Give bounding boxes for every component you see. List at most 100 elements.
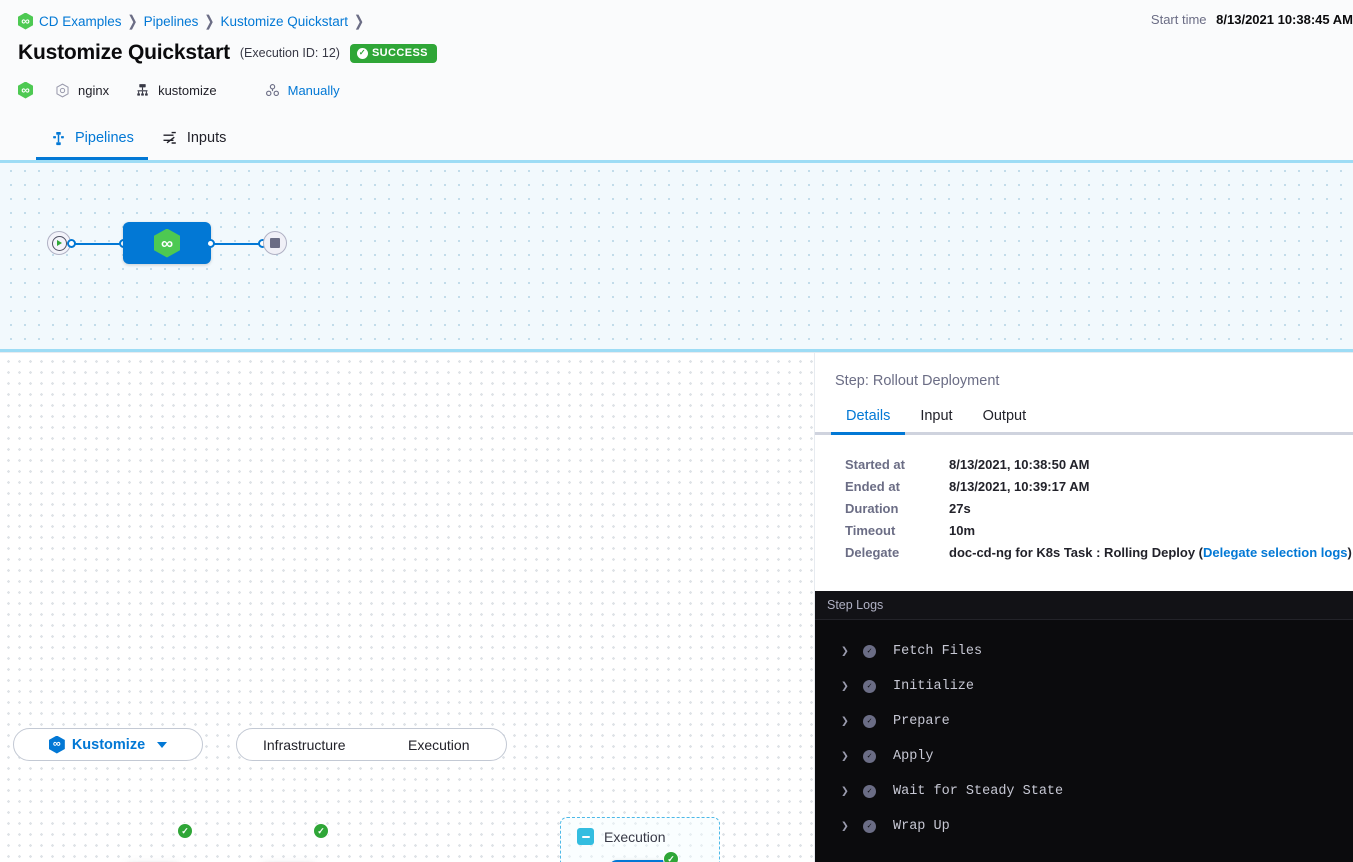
- log-status: ✓: [863, 645, 893, 658]
- log-row[interactable]: ❯ ✓ Fetch Files: [815, 634, 1353, 669]
- chevron-right-icon[interactable]: ❯: [841, 679, 849, 694]
- stage-selector-dropdown[interactable]: ∞ Kustomize: [13, 728, 203, 761]
- detail-row-started-at: Started at 8/13/2021, 10:38:50 AM: [845, 457, 1353, 473]
- detail-row-delegate: Delegate doc-cd-ng for K8s Task : Rollin…: [845, 545, 1353, 561]
- main-tabs: Pipelines Inputs: [0, 115, 1353, 160]
- step-logs-panel: Step Logs ❯ ✓ Fetch Files ❯ ✓ Initialize: [815, 591, 1353, 862]
- harness-hex-icon: ∞: [48, 735, 65, 754]
- tab-details[interactable]: Details: [831, 400, 906, 435]
- page-title: Kustomize Quickstart: [18, 41, 230, 64]
- execution-group-header[interactable]: Execution: [577, 828, 665, 845]
- meta-service-label: nginx: [78, 82, 110, 98]
- meta-manifest-label: kustomize: [158, 82, 217, 98]
- detail-key: Timeout: [845, 523, 896, 538]
- detail-key: Delegate: [845, 545, 900, 560]
- breadcrumb-item-cd-examples[interactable]: CD Examples: [39, 13, 122, 29]
- chevron-right-icon: ❯: [127, 12, 138, 30]
- stage-node-kustomize[interactable]: ∞: [123, 222, 211, 264]
- stage-graph-canvas[interactable]: ∞ Kustomize Infrastructure Execution: [0, 353, 814, 862]
- log-row-label: Prepare: [893, 714, 950, 729]
- execution-id: (Execution ID: 12): [239, 46, 340, 60]
- stop-icon: [270, 238, 280, 248]
- pipeline-graph-canvas[interactable]: ∞ ✓ Kustomize: [0, 160, 1353, 353]
- log-row[interactable]: ❯ ✓ Apply: [815, 739, 1353, 774]
- stage-section-tabs[interactable]: Infrastructure Execution: [236, 728, 507, 761]
- breadcrumb-item-pipelines[interactable]: Pipelines: [143, 13, 199, 29]
- detail-row-ended-at: Ended at 8/13/2021, 10:39:17 AM: [845, 479, 1353, 495]
- tab-output[interactable]: Output: [982, 408, 1027, 424]
- chevron-right-icon[interactable]: ❯: [841, 749, 849, 764]
- detail-row-timeout: Timeout 10m: [845, 523, 1353, 539]
- tab-input[interactable]: Input: [920, 408, 953, 424]
- delegate-selection-logs-link[interactable]: Delegate selection logs: [1203, 545, 1348, 560]
- step-logs-header: Step Logs: [815, 591, 1353, 620]
- step-logs-title: Step Logs: [827, 598, 884, 612]
- meta-service: nginx: [55, 83, 109, 98]
- tab-execution[interactable]: Execution: [408, 736, 470, 753]
- log-row[interactable]: ❯ ✓ Wrap Up: [815, 809, 1353, 844]
- detail-value: 10m: [949, 523, 976, 538]
- tab-pipelines[interactable]: Pipelines: [36, 116, 148, 160]
- kustomize-icon: [135, 83, 150, 98]
- detail-row-duration: Duration 27s: [845, 501, 1353, 517]
- step-logs-list: ❯ ✓ Fetch Files ❯ ✓ Initialize ❯ ✓ Prepa…: [815, 620, 1353, 844]
- detail-value: 8/13/2021, 10:38:50 AM: [949, 457, 1090, 472]
- minus-icon[interactable]: [577, 828, 594, 845]
- log-row-label: Apply: [893, 749, 934, 764]
- log-row-label: Wait for Steady State: [893, 784, 1064, 799]
- check-icon: ✓: [863, 750, 876, 763]
- chevron-right-icon[interactable]: ❯: [841, 714, 849, 729]
- infrastructure-status-success-icon: ✓: [313, 823, 329, 839]
- stage-selector-label: Kustomize: [71, 736, 146, 753]
- chevron-down-icon: [157, 741, 168, 748]
- pipeline-icon: [50, 130, 66, 146]
- detail-key: Duration: [845, 501, 899, 516]
- tab-inputs-label: Inputs: [186, 130, 227, 146]
- log-status: ✓: [863, 820, 893, 833]
- status-badge: ✓ SUCCESS: [349, 43, 437, 63]
- chevron-right-icon[interactable]: ❯: [841, 644, 849, 659]
- check-icon: ✓: [356, 47, 368, 59]
- check-icon: ✓: [863, 680, 876, 693]
- rollout-status-success-icon: ✓: [663, 851, 679, 862]
- detail-value: 27s: [949, 501, 971, 516]
- log-row[interactable]: ❯ ✓ Wait for Steady State: [815, 774, 1353, 809]
- detail-key: Ended at: [845, 479, 900, 494]
- tab-inputs[interactable]: Inputs: [148, 116, 241, 160]
- log-row-label: Initialize: [893, 679, 975, 694]
- log-status: ✓: [863, 715, 893, 728]
- execution-group[interactable]: Execution: [560, 817, 720, 862]
- step-detail-panel: Step: Rollout Deployment Details Input O…: [814, 353, 1353, 862]
- log-row[interactable]: ❯ ✓ Prepare: [815, 704, 1353, 739]
- meta-manifest: kustomize: [135, 83, 217, 98]
- page-header: ∞ CD Examples ❯ Pipelines ❯ Kustomize Qu…: [0, 0, 1353, 115]
- check-icon: ✓: [863, 785, 876, 798]
- log-status: ✓: [863, 750, 893, 763]
- harness-logo-icon: ∞: [18, 12, 33, 30]
- breadcrumb-item-kustomize-quickstart[interactable]: Kustomize Quickstart: [220, 13, 348, 29]
- log-row[interactable]: ❯ ✓ Initialize: [815, 669, 1353, 704]
- start-time-value: 8/13/2021 10:38:45 AM: [1216, 12, 1353, 27]
- meta-trigger-label[interactable]: Manually: [287, 82, 340, 98]
- detail-value: 8/13/2021, 10:39:17 AM: [949, 479, 1090, 494]
- edge-start-to-kustomize: [74, 243, 126, 245]
- detail-key: Started at: [845, 457, 905, 472]
- tab-infrastructure[interactable]: Infrastructure: [263, 736, 346, 753]
- start-icon: [51, 235, 67, 251]
- tab-pipelines-label: Pipelines: [75, 130, 134, 146]
- stage-node-rollout-deployment[interactable]: [609, 860, 671, 862]
- edge-kustomize-to-end: [213, 243, 265, 245]
- chevron-right-icon[interactable]: ❯: [841, 784, 849, 799]
- delegate-text-suffix: ): [1347, 545, 1352, 560]
- start-time: Start time 8/13/2021 10:38:45 AM: [1151, 12, 1353, 27]
- log-status: ✓: [863, 785, 893, 798]
- graph-end-node[interactable]: [263, 231, 287, 255]
- step-panel-title: Step: Rollout Deployment: [835, 373, 1000, 389]
- service-status-success-icon: ✓: [177, 823, 193, 839]
- detail-value: doc-cd-ng for K8s Task : Rolling Deploy …: [949, 545, 1352, 561]
- check-icon: ✓: [863, 820, 876, 833]
- trigger-manual-icon: [265, 83, 280, 98]
- meta-trigger[interactable]: Manually: [265, 83, 340, 98]
- chevron-right-icon[interactable]: ❯: [841, 819, 849, 834]
- service-hex-icon: [55, 83, 70, 98]
